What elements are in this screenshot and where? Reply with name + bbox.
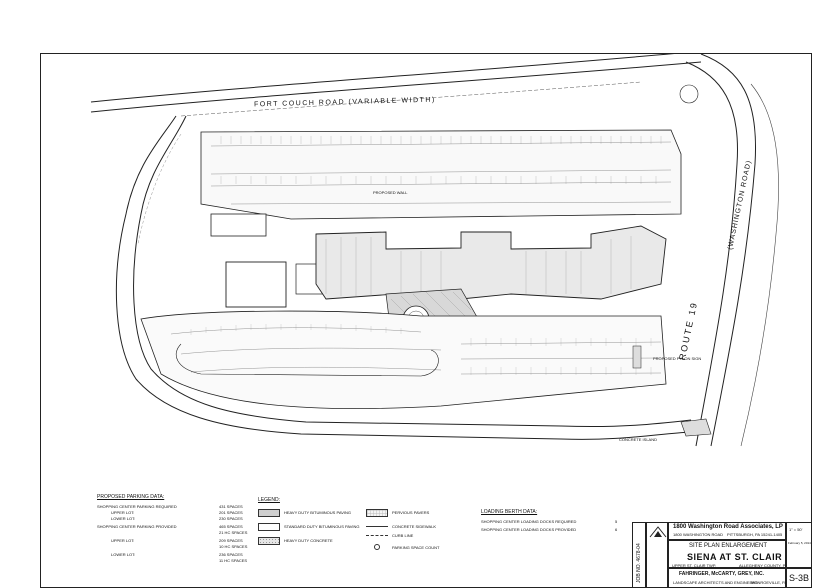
sheet-number: S-3B: [789, 573, 810, 583]
job-number: JOB NO. 4678-04: [636, 543, 642, 583]
parking-row-value: 201 SPACES: [219, 510, 243, 515]
legend-swatch-curb: [366, 535, 388, 536]
client-cell: 1800 Washington Road Associates, LP 1800…: [668, 522, 786, 540]
title-block: JOB NO. 4678-04 1800 Washington Road Ass…: [632, 522, 812, 588]
site-plan-drawing: [90, 54, 779, 447]
legend-item-label: PERVIOUS PAVERS: [392, 510, 430, 515]
parking-row-value: 431 SPACES: [219, 504, 243, 509]
sheet-number-cell: S-3B: [786, 568, 812, 588]
drawing-sheet: FORT COUCH ROAD (VARIABLE WIDTH) ROUTE 1…: [40, 53, 812, 588]
legend-swatch-heavy-concrete: [258, 537, 280, 545]
scale-value: 1" = 50': [789, 527, 803, 532]
parking-row-label: LOWER LOT:: [111, 552, 136, 557]
architect-seal-icon: [649, 526, 667, 538]
parking-row-value: 236 SPACES: [219, 552, 243, 557]
parking-row-label: UPPER LOT:: [111, 538, 135, 543]
proposed-wall-label: PROPOSED WALL: [373, 190, 408, 195]
legend-item-label: CURB LINE: [392, 533, 414, 538]
parking-row-value: 230 SPACES: [219, 516, 243, 521]
loading-data-block: LOADING BERTH DATA: SHOPPING CENTER LOAD…: [481, 509, 631, 549]
legend-swatch-heavy-bit: [258, 509, 280, 517]
parking-row-label: SHOPPING CENTER PARKING REQUIRED: [97, 504, 177, 509]
proposed-pylon-label: PROPOSED PYLON SIGN: [653, 356, 702, 361]
loading-row-value: 5: [615, 519, 618, 524]
legend-title: LEGEND:: [258, 497, 280, 503]
parking-row-value: 21 HC SPACES: [219, 530, 248, 535]
architect-cell: FAHRINGER, McCARTY, GREY, INC. LANDSCAPE…: [668, 568, 788, 588]
parking-row-value: 465 SPACES: [219, 524, 243, 529]
legend-item-label: PARKING SPACE COUNT: [392, 545, 440, 550]
parking-row-value: 209 SPACES: [219, 538, 243, 543]
legend-swatch-sidewalk: [366, 526, 388, 527]
client-city: PITTSBURGH, PA 15241-1405: [727, 532, 783, 537]
legend-item-label: CONCRETE SIDEWALK: [392, 524, 437, 529]
architect-city: MONROEVILLE, PA: [751, 580, 788, 585]
loading-row-value: 6: [615, 527, 618, 532]
revision-cell: [646, 522, 668, 588]
concrete-island-label: CONCRETE ISLAND: [619, 437, 658, 442]
architect-name: FAHRINGER, McCARTY, GREY, INC.: [679, 571, 765, 577]
parking-row-value: 10 HC SPACES: [219, 544, 248, 549]
legend-swatch-standard-bit: [258, 523, 280, 531]
legend-item-label: STANDARD DUTY BITUMINOUS PAVING: [284, 524, 360, 529]
info-cell: 1" = 50' February 5, 2014: [786, 522, 812, 568]
loading-row-label: SHOPPING CENTER LOADING DOCKS REQUIRED: [481, 519, 577, 524]
parking-row-value: 11 HC SPACES: [219, 558, 248, 563]
legend-swatch-pervious-pavers: [366, 509, 388, 517]
sheet-title: SITE PLAN ENLARGEMENT: [689, 543, 768, 549]
project-county: ALLEGHENY COUNTY, PA: [739, 563, 788, 568]
project-name: SIENA AT ST. CLAIR: [687, 552, 783, 562]
parking-row-label: SHOPPING CENTER PARKING PROVIDED: [97, 524, 177, 529]
job-number-cell: JOB NO. 4678-04: [632, 522, 646, 588]
project-cell: SITE PLAN ENLARGEMENT SIENA AT ST. CLAIR…: [668, 540, 788, 568]
legend-swatch-count: [374, 544, 380, 550]
architect-sub: LANDSCAPE ARCHITECTS AND ENGINEERS: [673, 580, 758, 585]
parking-data-title: PROPOSED PARKING DATA:: [97, 494, 165, 500]
legend-item-label: HEAVY DUTY BITUMINOUS PAVING: [284, 510, 351, 515]
parking-row-label: UPPER LOT:: [111, 510, 135, 515]
client-name: 1800 Washington Road Associates, LP: [673, 524, 783, 530]
client-address: 1800 WASHINGTON ROAD: [673, 532, 724, 537]
loading-data-title: LOADING BERTH DATA:: [481, 509, 538, 515]
legend-block: LEGEND: HEAVY DUTY BITUMINOUS PAVING STA…: [256, 497, 456, 577]
parking-row-label: LOWER LOT:: [111, 516, 136, 521]
legend-item-label: HEAVY DUTY CONCRETE: [284, 538, 333, 543]
date-value: February 5, 2014: [788, 541, 811, 545]
project-location: UPPER ST. CLAIR TWP.: [672, 563, 717, 568]
loading-row-label: SHOPPING CENTER LOADING DOCKS PROVIDED: [481, 527, 577, 532]
